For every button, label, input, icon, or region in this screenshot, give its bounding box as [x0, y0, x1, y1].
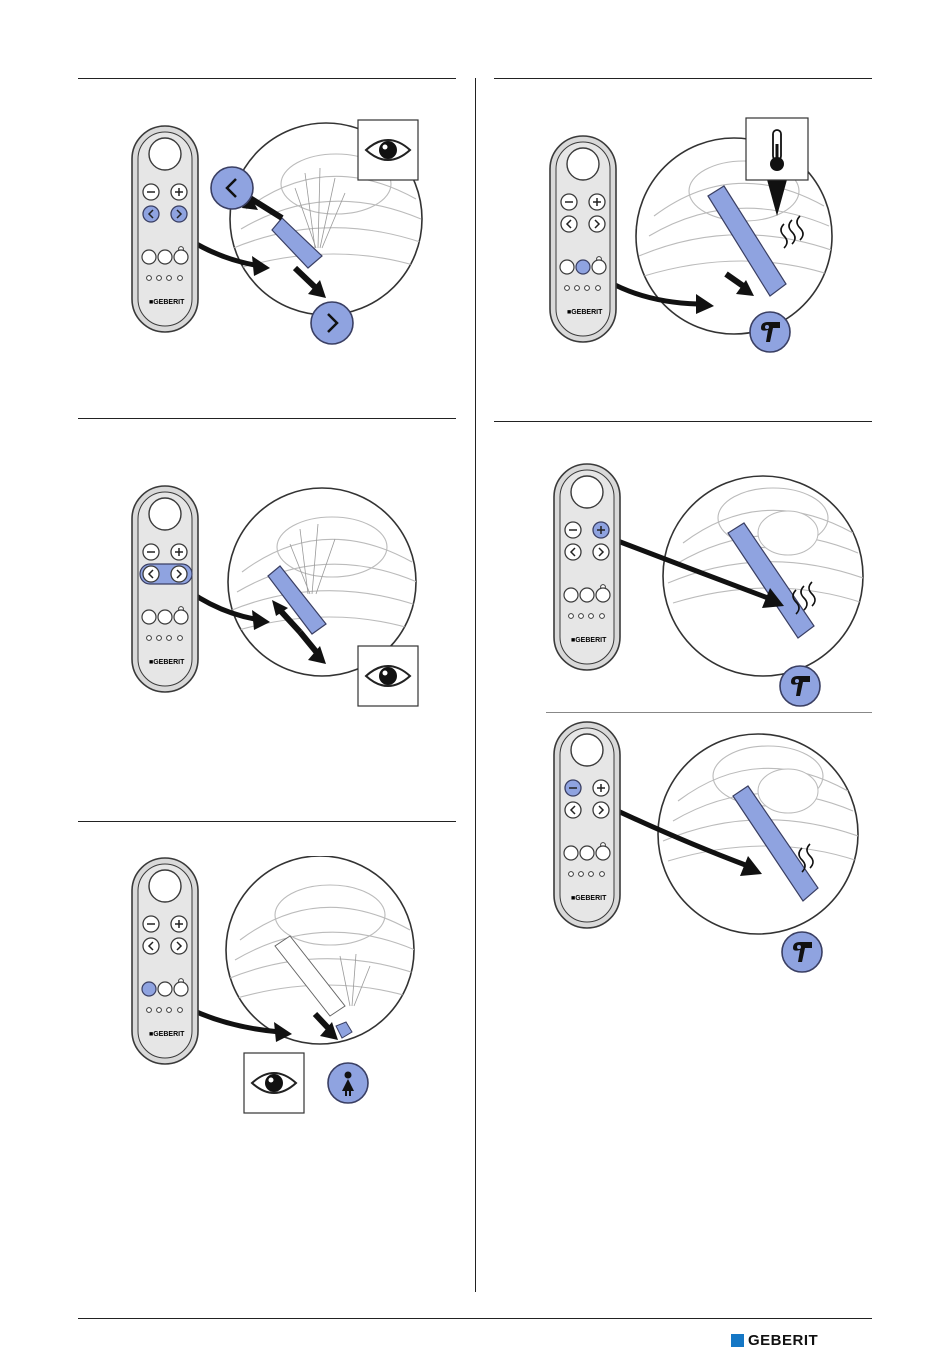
remote-control: ■GEBERIT: [554, 464, 620, 670]
rule-left-1: [78, 78, 456, 79]
remote-brand-label: ■GEBERIT: [571, 895, 607, 902]
rule-left-2: [78, 418, 456, 419]
rule-right-sub: [546, 712, 872, 713]
footer-brand-logo: GEBERIT: [731, 1330, 818, 1350]
column-divider: [475, 78, 476, 1292]
remote-control: ■GEBERIT: [554, 722, 620, 928]
remote-control: ■GEBERIT: [550, 136, 616, 342]
rule-left-3: [78, 821, 456, 822]
remote-brand-label: ■GEBERIT: [567, 309, 603, 316]
thermometer-icon: [746, 118, 808, 180]
eye-icon: [244, 1053, 304, 1113]
remote-brand-label: ■GEBERIT: [149, 299, 185, 306]
panel-right-1: ■GEBERIT: [548, 116, 848, 356]
footer-rule: [78, 1318, 872, 1319]
panel-left-1: ■GEBERIT: [130, 118, 430, 348]
remote-control: ■GEBERIT: [132, 486, 198, 692]
rule-right-2: [494, 421, 872, 422]
footer-brand-name: GEBERIT: [748, 1332, 818, 1349]
nozzle-back-icon: [211, 167, 253, 209]
panel-right-3: ■GEBERIT: [548, 716, 868, 976]
dryer-icon: [750, 312, 790, 352]
panel-left-2: ■GEBERIT: [130, 484, 430, 714]
remote-control: ■GEBERIT: [132, 126, 198, 332]
eye-icon: [358, 120, 418, 180]
remote-brand-label: ■GEBERIT: [149, 1031, 185, 1038]
eye-icon: [358, 646, 418, 706]
rule-right-1: [494, 78, 872, 79]
nozzle-forward-icon: [311, 302, 353, 344]
remote-brand-label: ■GEBERIT: [571, 637, 607, 644]
lady-shower-icon: [328, 1063, 368, 1103]
panel-left-3: ■GEBERIT: [130, 856, 430, 1126]
dryer-icon: [782, 932, 822, 972]
brand-square-icon: [731, 1334, 744, 1347]
remote-brand-label: ■GEBERIT: [149, 659, 185, 666]
remote-control: ■GEBERIT: [132, 858, 198, 1064]
dryer-icon: [780, 666, 820, 706]
panel-right-2: ■GEBERIT: [548, 458, 868, 712]
